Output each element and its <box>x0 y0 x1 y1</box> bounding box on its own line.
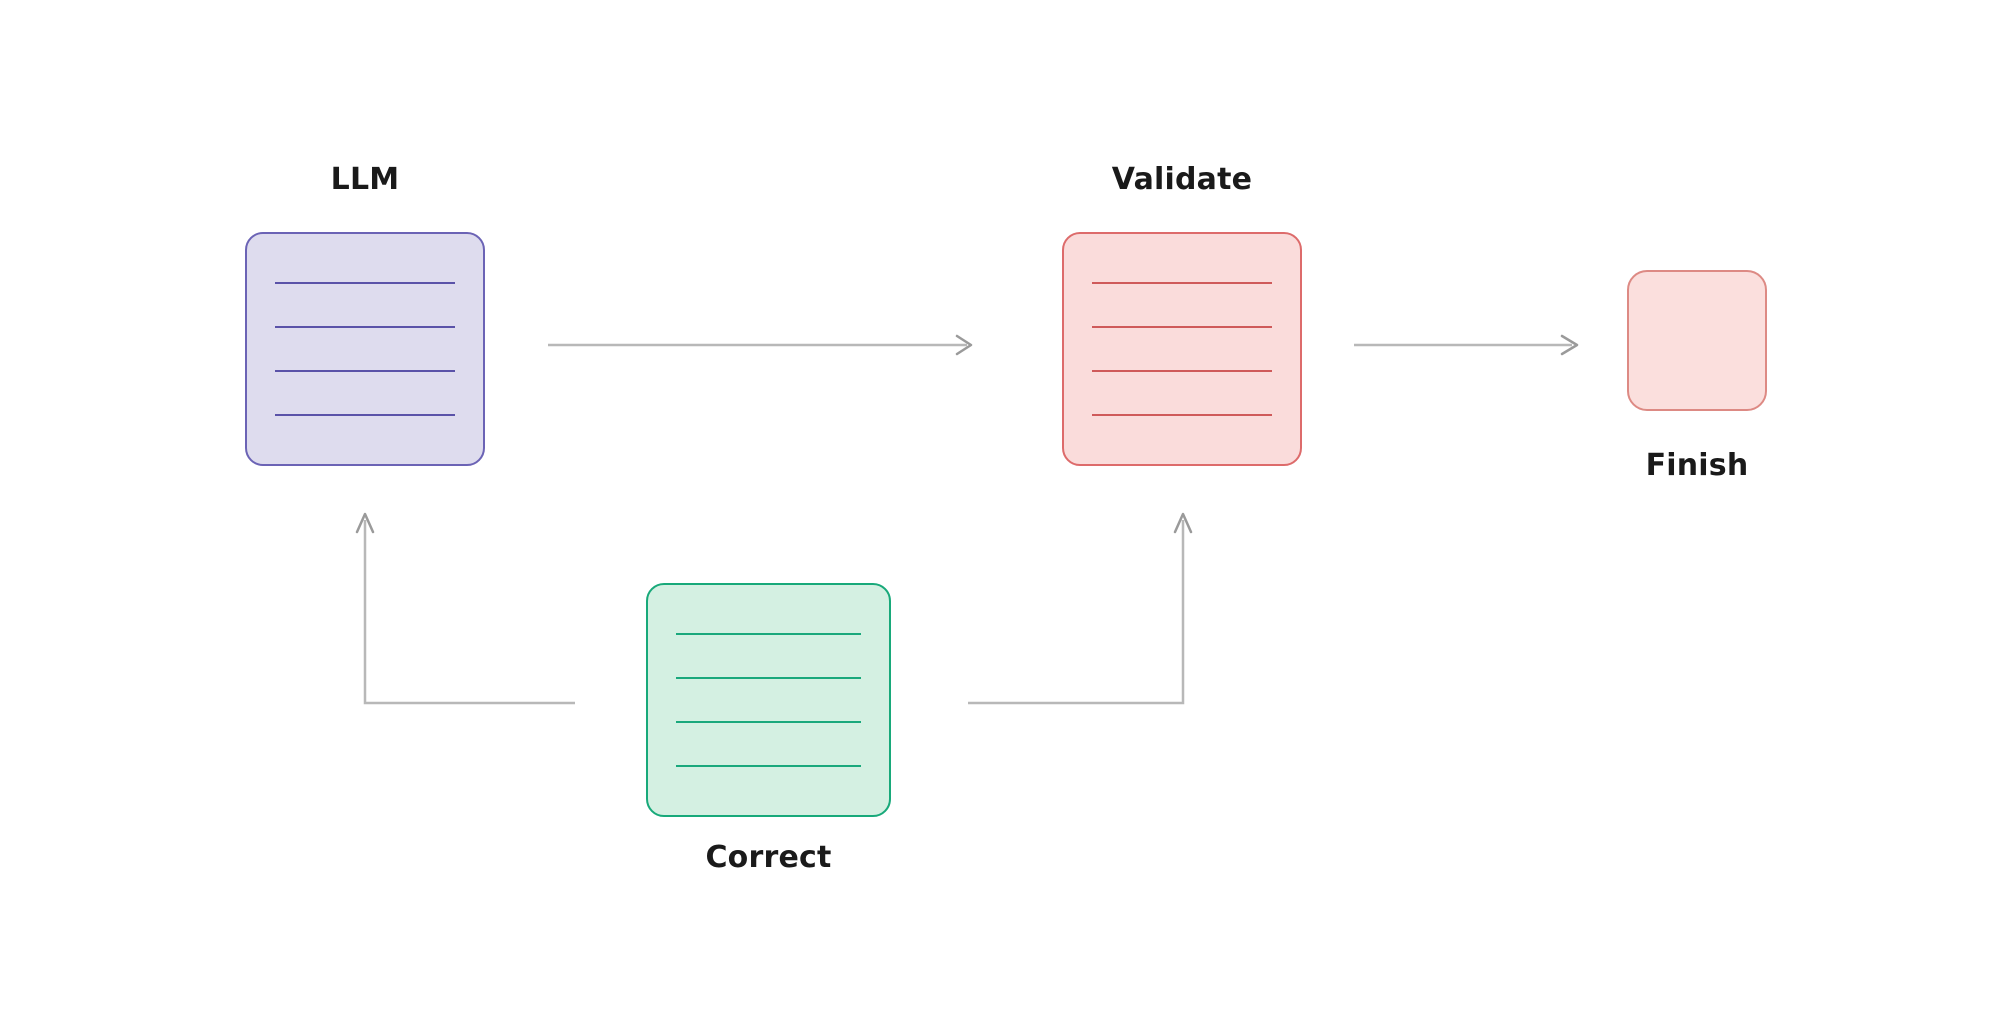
node-label-correct: Correct <box>705 840 832 875</box>
node-llm-lines <box>247 234 483 464</box>
node-correct-line-4 <box>676 765 861 767</box>
node-label-validate: Validate <box>1111 162 1253 197</box>
node-finish[interactable] <box>1627 270 1767 411</box>
node-llm-line-4 <box>275 414 455 416</box>
node-llm-line-2 <box>275 326 455 328</box>
node-validate[interactable] <box>1062 232 1302 466</box>
node-validate-lines <box>1064 234 1300 464</box>
node-validate-line-4 <box>1092 414 1272 416</box>
node-correct-lines <box>648 585 889 815</box>
edge-validate-to-finish <box>1354 334 1579 356</box>
edge-correct-to-llm <box>355 512 575 705</box>
node-correct-line-2 <box>676 677 861 679</box>
node-correct[interactable] <box>646 583 891 817</box>
node-validate-line-1 <box>1092 282 1272 284</box>
node-llm[interactable] <box>245 232 485 466</box>
edge-llm-to-validate <box>548 334 973 356</box>
node-correct-line-3 <box>676 721 861 723</box>
edge-validate-to-correct <box>968 512 1193 705</box>
node-validate-line-2 <box>1092 326 1272 328</box>
node-validate-line-3 <box>1092 370 1272 372</box>
node-label-llm: LLM <box>330 162 400 197</box>
node-llm-line-1 <box>275 282 455 284</box>
node-label-finish: Finish <box>1645 448 1749 483</box>
node-correct-line-1 <box>676 633 861 635</box>
node-llm-line-3 <box>275 370 455 372</box>
